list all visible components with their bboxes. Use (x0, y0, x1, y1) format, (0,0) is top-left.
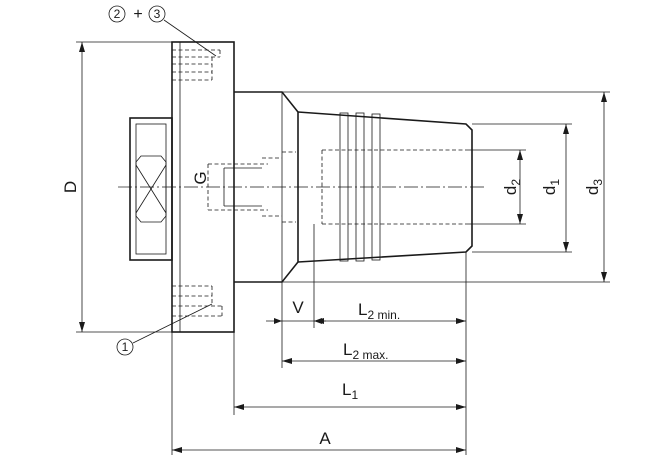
dimension-d1: d1 (472, 123, 572, 253)
callout-2-number: 2 (114, 7, 121, 21)
dimension-g: G (191, 171, 210, 184)
callout-3-number: 3 (154, 7, 161, 21)
callout-1: 1 (116, 303, 213, 356)
label-d3: d3 (583, 179, 605, 195)
label-l1: L1 (342, 380, 358, 402)
shank-body (234, 91, 299, 283)
label-l2-min: L2 min. (358, 300, 400, 322)
dimension-l2-min: L2 min. (314, 300, 466, 324)
callout-plus: + (133, 6, 142, 23)
label-v: V (292, 298, 304, 317)
dimension-a: A (172, 429, 466, 453)
hex-nut (129, 117, 173, 261)
label-g: G (191, 171, 210, 184)
label-d: D (61, 181, 80, 193)
dimension-d3: d3 (282, 91, 610, 283)
dimension-l2-max: L2 max. (282, 340, 466, 364)
dimension-l1: L1 (234, 380, 466, 410)
dimension-d: D (61, 41, 172, 333)
flange-port-top (172, 49, 221, 81)
label-d2: d2 (501, 179, 523, 195)
extension-lines (171, 224, 467, 455)
flange-port-bottom (172, 285, 223, 317)
label-d1: d1 (540, 179, 562, 195)
callout-2-3: 2 + 3 (108, 5, 217, 57)
label-l2-max: L2 max. (343, 340, 388, 362)
dimension-d2: d2 (466, 149, 526, 225)
label-a: A (319, 429, 331, 448)
callout-1-number: 1 (122, 340, 129, 354)
